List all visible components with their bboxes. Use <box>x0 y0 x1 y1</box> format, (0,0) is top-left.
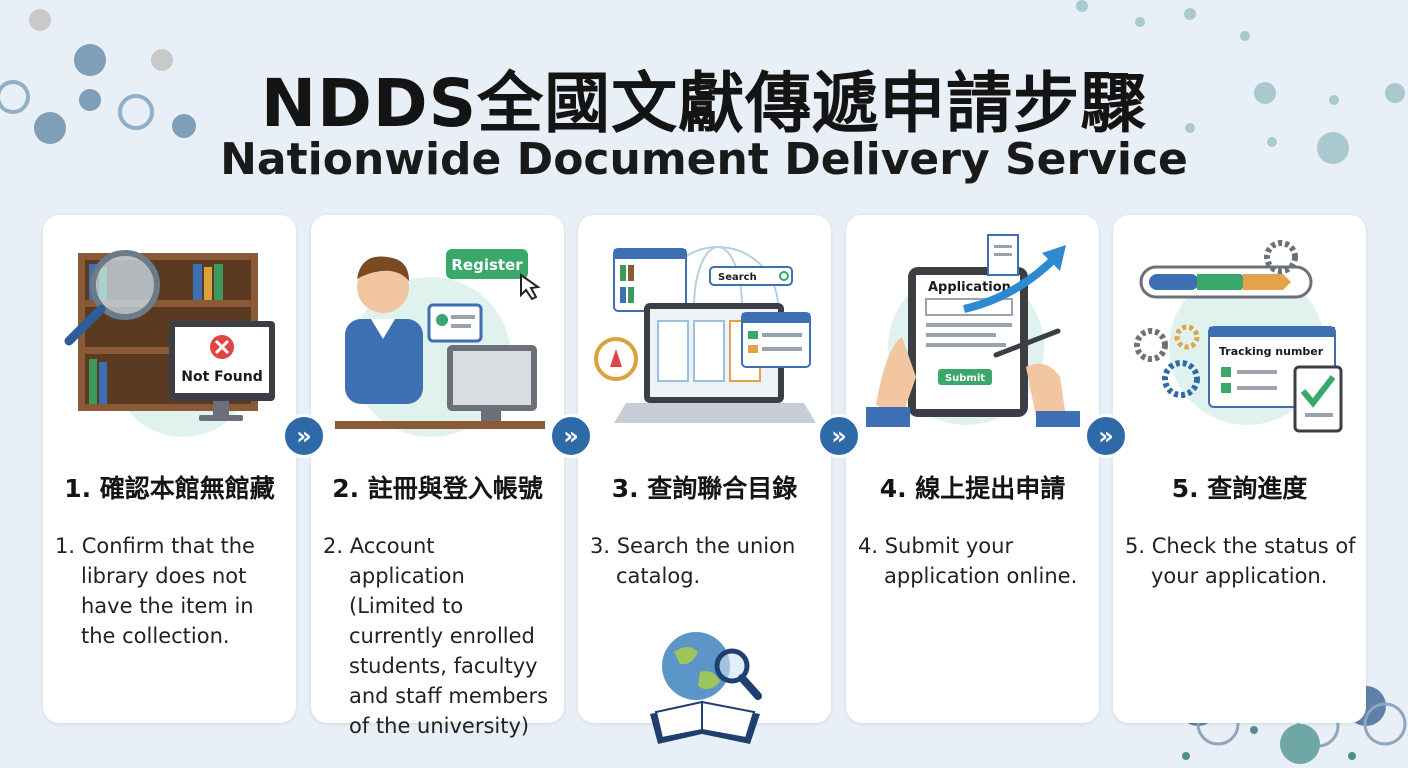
page-title-chinese: NDDS全國文獻傳遞申請步驟 <box>260 65 1148 142</box>
next-step-arrow-2: » <box>549 414 593 458</box>
step-desc-2: 2. Account application (Limited to curre… <box>323 534 549 738</box>
bookshelf-not-found-illustration: Not Found <box>64 250 275 437</box>
next-step-arrow-4: » <box>1084 414 1128 458</box>
register-label: Register <box>451 256 523 274</box>
application-label: Application <box>928 280 1011 295</box>
next-step-arrow-3: » <box>817 414 861 458</box>
search-label: Search <box>718 272 757 283</box>
step-card-1: Not Found 1. 確認本館無館藏 1. Confirm that the… <box>43 215 296 723</box>
step-card-5: Tracking number 5. 查詢進度 5. Check the sta… <box>1113 215 1366 723</box>
not-found-label: Not Found <box>181 369 262 385</box>
union-catalog-search-illustration: Search <box>594 246 816 423</box>
submit-label: Submit <box>945 373 985 384</box>
step-desc-3: 3. Search the union catalog. <box>590 534 796 588</box>
step-title-5: 5. 查詢進度 <box>1171 474 1308 503</box>
step-desc-5: 5. Check the status of your application. <box>1125 534 1356 588</box>
page-title-english: Nationwide Document Delivery Service <box>220 134 1188 185</box>
step-title-4: 4. 線上提出申請 <box>879 474 1066 503</box>
globe-book-icon <box>650 632 762 744</box>
step-card-2: Register 2. 註冊與登入帳號 2. Account applicati… <box>311 215 564 738</box>
step-card-4: Application Submit 4. 線上提出申請 4. Submit y… <box>846 215 1099 723</box>
next-step-arrow-1: » <box>282 414 326 458</box>
tracking-number-label: Tracking number <box>1219 345 1324 358</box>
step-title-3: 3. 查詢聯合目錄 <box>611 474 798 503</box>
step-desc-1: 1. Confirm that the library does not hav… <box>55 534 255 648</box>
step-title-1: 1. 確認本館無館藏 <box>64 474 275 503</box>
register-account-illustration: Register <box>335 249 545 437</box>
tracking-status-illustration: Tracking number <box>1134 240 1343 433</box>
step-desc-4: 4. Submit your application online. <box>858 534 1078 588</box>
step-title-2: 2. 註冊與登入帳號 <box>332 474 543 503</box>
online-application-illustration: Application Submit <box>866 234 1080 427</box>
